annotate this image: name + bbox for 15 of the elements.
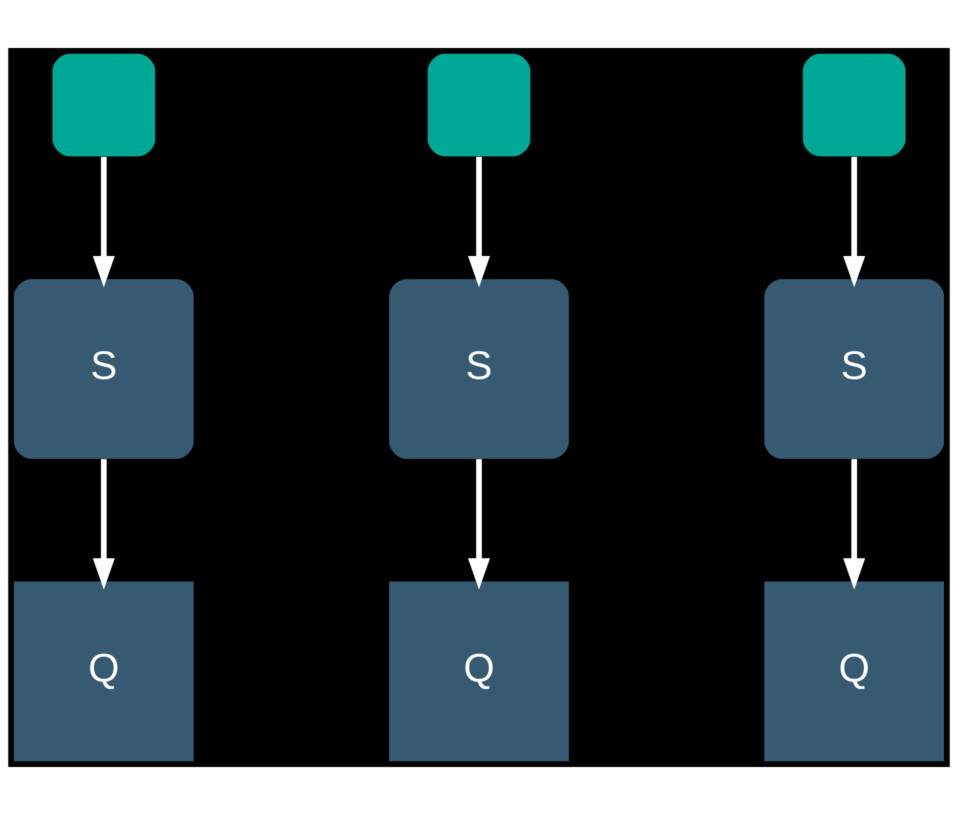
arrow — [468, 156, 490, 287]
arrow — [843, 458, 866, 590]
node-box: Q — [764, 581, 944, 761]
node-box — [52, 53, 156, 156]
arrow — [92, 156, 115, 287]
node-box — [802, 53, 906, 156]
node-box: Q — [389, 581, 569, 761]
node-box: S — [764, 278, 944, 458]
node-box — [428, 53, 530, 156]
node-box: S — [389, 278, 569, 458]
node-box: S — [14, 278, 194, 458]
arrow — [843, 156, 866, 287]
arrow — [468, 458, 490, 590]
node-box: Q — [14, 581, 194, 761]
arrow — [92, 458, 115, 590]
